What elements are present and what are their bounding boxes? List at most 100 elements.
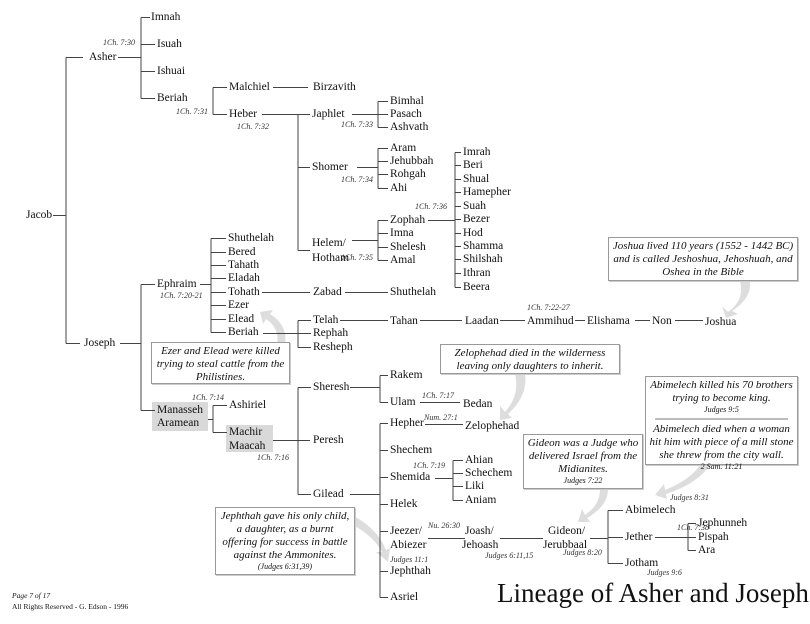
person-bered: Bered <box>228 246 256 258</box>
person-imnah: Imnah <box>151 11 181 23</box>
scripture-ref: 1Ch. 7:17 <box>422 391 454 400</box>
note-joshua: Joshua lived 110 years (1552 - 1442 BC) … <box>608 237 798 281</box>
callout-arrow <box>722 281 751 318</box>
callout-arrow <box>260 310 286 345</box>
callout-arrow <box>500 374 526 420</box>
person-shual: Shual <box>463 173 490 185</box>
callout-arrow <box>578 489 608 522</box>
scripture-ref: 1Ch. 7:19 <box>413 461 445 470</box>
machir-highlight <box>226 425 273 452</box>
person-imna: Imna <box>390 227 414 239</box>
person-hamepher: Hamepher <box>463 186 511 198</box>
person-shemida: Shemida <box>390 471 431 483</box>
person-jehoash: Jehoash <box>462 539 499 551</box>
person-amal: Amal <box>390 254 416 266</box>
scripture-ref: 1Ch. 7:14 <box>192 393 224 402</box>
person-jeezer: Jeezer/ <box>390 525 422 537</box>
person-resheph: Resheph <box>313 341 353 353</box>
person-tohath: Tohath <box>228 286 260 298</box>
person-bezer: Bezer <box>463 213 490 225</box>
person-aniam: Aniam <box>465 494 497 506</box>
person-machir: Machir <box>229 426 263 438</box>
scripture-ref: 1Ch. 7:30 <box>103 38 135 47</box>
person-shechem: Shechem <box>390 444 433 456</box>
person-jephthah: Jephthah <box>390 565 431 577</box>
person-ahi: Ahi <box>390 182 408 194</box>
scripture-ref: Nu. 26:30 <box>428 521 460 530</box>
person-jacob: Jacob <box>26 209 53 221</box>
person-imrah: Imrah <box>463 146 491 158</box>
note-source: 2 Sam. 11:21 <box>700 462 743 471</box>
page-number: Page 7 of 17 <box>12 591 51 600</box>
person-non: Non <box>652 315 672 327</box>
person-zabad: Zabad <box>313 286 342 298</box>
person-ephraim: Ephraim <box>157 278 197 290</box>
scripture-ref: 1Ch. 7:33 <box>341 120 373 129</box>
person-asriel: Asriel <box>390 591 419 603</box>
person-jehubbah: Jehubbah <box>390 155 434 167</box>
person-shelesh: Shelesh <box>390 241 426 253</box>
note-text: Abimelech died when a woman hit him with… <box>649 423 794 461</box>
person-zophah: Zophah <box>390 214 426 226</box>
scripture-ref: Judges 11:1 <box>390 555 429 564</box>
scripture-ref: 1Ch. 7:35 <box>341 253 373 262</box>
person-aramean: Aramean <box>157 417 200 429</box>
scripture-ref: Num. 27:1 <box>424 413 458 422</box>
callout-arrow <box>655 465 710 499</box>
person-abiezer: Abiezer <box>390 539 427 551</box>
person-elishama: Elishama <box>587 315 630 327</box>
person-schechem: Schechem <box>465 467 513 479</box>
person-zelophehad: Zelophehad <box>465 420 520 432</box>
person-beera: Beera <box>463 281 490 293</box>
person-elead: Elead <box>228 313 255 325</box>
person-ammihud: Ammihud <box>527 315 574 327</box>
note-abimelech: Abimelech killed his 70 brothers trying … <box>645 376 798 471</box>
person-beriah-e: Beriah <box>228 326 259 338</box>
person-manasseh: Manasseh <box>157 404 203 416</box>
person-hotham: Hotham <box>312 252 350 264</box>
note-text: Gideon was a Judge who delivered Israel … <box>527 437 639 475</box>
copyright: All Rights Reserved - G. Edson - 1996 <box>12 602 129 611</box>
person-birzavith: Birzavith <box>313 81 356 93</box>
scripture-ref: Judges 6:11,15 <box>485 551 534 560</box>
person-ishuai: Ishuai <box>157 65 186 77</box>
person-ithran: Ithran <box>463 267 491 279</box>
person-telah: Telah <box>313 314 339 326</box>
note-text: Joshua lived 110 years (1552 - 1442 BC) … <box>612 240 794 278</box>
person-ahian: Ahian <box>465 454 494 466</box>
note-source: Judges 9:5 <box>704 405 739 414</box>
person-ashvath: Ashvath <box>390 121 429 133</box>
person-maacah: Maacah <box>229 440 266 452</box>
scripture-ref: 1Ch. 7:36 <box>415 202 447 211</box>
person-helem: Helem/ <box>312 237 346 249</box>
person-gideon: Gideon/ <box>548 525 586 537</box>
person-beri: Beri <box>463 159 483 171</box>
person-laadan: Laadan <box>465 315 499 327</box>
person-jether: Jether <box>625 531 653 543</box>
person-bedan: Bedan <box>463 398 493 410</box>
manasseh-highlight <box>152 402 208 431</box>
scripture-ref: 1Ch. 7:34 <box>341 175 373 184</box>
person-tahan: Tahan <box>390 315 418 327</box>
person-shilshah: Shilshah <box>463 253 503 265</box>
person-gilead: Gilead <box>313 488 344 500</box>
person-aram: Aram <box>390 142 417 154</box>
note-text: Ezer and Elead were killed trying to ste… <box>156 345 285 383</box>
person-helek: Helek <box>390 498 418 510</box>
person-joseph: Joseph <box>84 337 116 349</box>
person-rohgah: Rohgah <box>390 168 426 180</box>
person-hepher: Hepher <box>390 417 424 429</box>
person-rakem: Rakem <box>390 369 423 381</box>
person-jotham: Jotham <box>625 557 659 569</box>
note-gideon: Gideon was a Judge who delivered Israel … <box>523 434 643 489</box>
person-bimhal: Bimhal <box>390 95 424 107</box>
person-ulam: Ulam <box>390 396 416 408</box>
person-heber: Heber <box>229 108 258 120</box>
person-ashiriel: Ashiriel <box>229 399 267 411</box>
person-asher: Asher <box>89 51 117 63</box>
note-zelophehad: Zelophehad died in the wilderness leavin… <box>440 344 620 374</box>
note-divider <box>655 418 788 420</box>
person-joshua: Joshua <box>705 316 737 328</box>
scripture-ref: 1Ch. 7:16 <box>257 453 289 462</box>
